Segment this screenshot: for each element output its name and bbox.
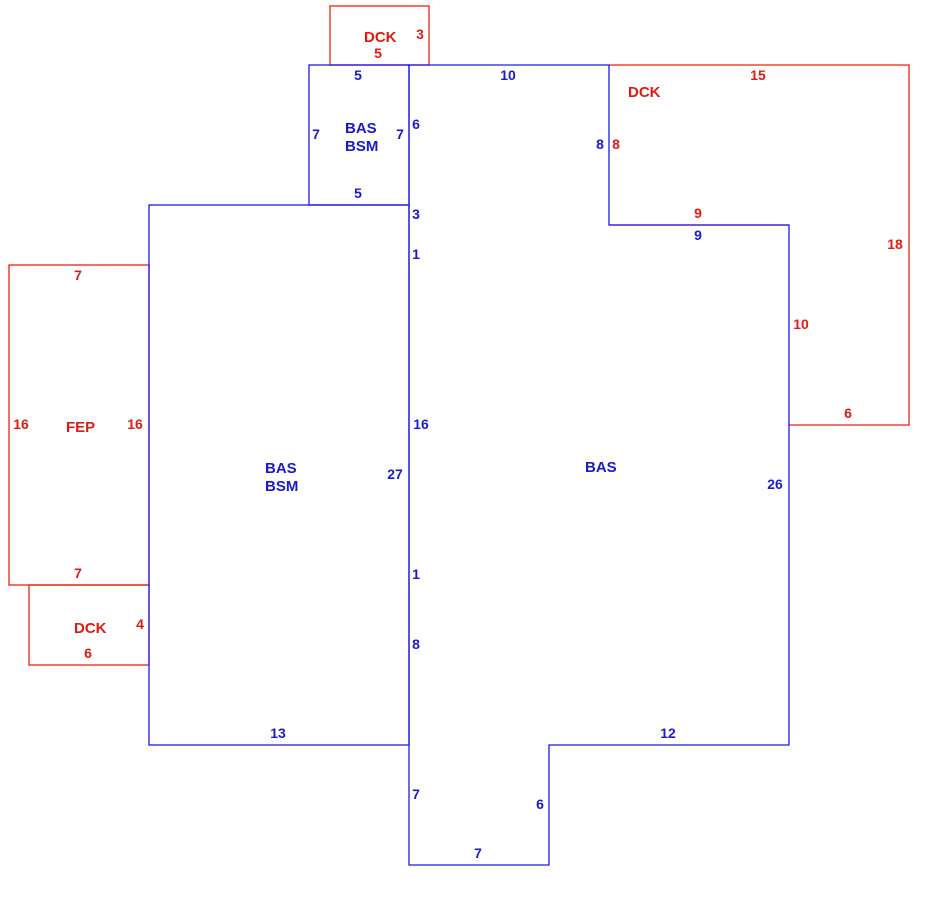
dim-main-left-3: 3 bbox=[412, 206, 420, 222]
dim-main-left-7: 7 bbox=[412, 786, 420, 802]
deck-right-label: DCK bbox=[628, 84, 661, 101]
left-bas-label-2: BSM bbox=[265, 478, 298, 495]
dim-top-bas-top: 5 bbox=[354, 67, 362, 83]
dim-deck-top-5: 5 bbox=[374, 45, 382, 61]
dim-main-step-9: 9 bbox=[694, 227, 702, 243]
dim-deck-right-9: 9 bbox=[694, 205, 702, 221]
main-bas-outline bbox=[408, 64, 790, 866]
dim-main-bottom-12: 12 bbox=[660, 725, 676, 741]
dim-main-right-26: 26 bbox=[767, 476, 783, 492]
deck-right-outline bbox=[609, 64, 910, 426]
dim-deck-left-6: 6 bbox=[84, 645, 92, 661]
dim-fep-bottom-7: 7 bbox=[74, 565, 82, 581]
top-bas-label-1: BAS bbox=[345, 120, 377, 137]
dim-main-notch-6: 6 bbox=[536, 796, 544, 812]
main-bas-label: BAS bbox=[585, 459, 617, 476]
dim-fep-right-16: 16 bbox=[127, 416, 143, 432]
dim-deck-right-15: 15 bbox=[750, 67, 766, 83]
dim-left-bas-27: 27 bbox=[387, 466, 403, 482]
dim-deck-left-4: 4 bbox=[136, 616, 144, 632]
dim-deck-top-3: 3 bbox=[416, 26, 424, 42]
dim-main-left-16: 16 bbox=[413, 416, 429, 432]
dim-main-inner-8: 8 bbox=[596, 136, 604, 152]
deck-top-label: DCK bbox=[364, 29, 397, 46]
dim-left-bas-13: 13 bbox=[270, 725, 286, 741]
dim-main-top: 10 bbox=[500, 67, 516, 83]
dim-main-left-1a: 1 bbox=[412, 246, 420, 262]
dim-top-bas-bottom: 5 bbox=[354, 185, 362, 201]
dim-top-bas-right: 7 bbox=[396, 126, 404, 142]
dim-main-notch-7: 7 bbox=[474, 845, 482, 861]
dim-main-left-8: 8 bbox=[412, 636, 420, 652]
deck-left-label: DCK bbox=[74, 620, 107, 637]
dim-main-left-6: 6 bbox=[412, 116, 420, 132]
dim-main-left-1b: 1 bbox=[412, 566, 420, 582]
dim-deck-right-8: 8 bbox=[612, 136, 620, 152]
top-bas-label-2: BSM bbox=[345, 138, 378, 155]
dim-deck-right-6: 6 bbox=[844, 405, 852, 421]
fep-label: FEP bbox=[66, 419, 95, 436]
left-bas-label-1: BAS bbox=[265, 460, 297, 477]
dim-fep-left-16: 16 bbox=[13, 416, 29, 432]
dim-deck-right-18: 18 bbox=[887, 236, 903, 252]
dim-top-bas-left: 7 bbox=[312, 126, 320, 142]
dim-fep-top-7: 7 bbox=[74, 267, 82, 283]
dim-deck-right-10: 10 bbox=[793, 316, 809, 332]
